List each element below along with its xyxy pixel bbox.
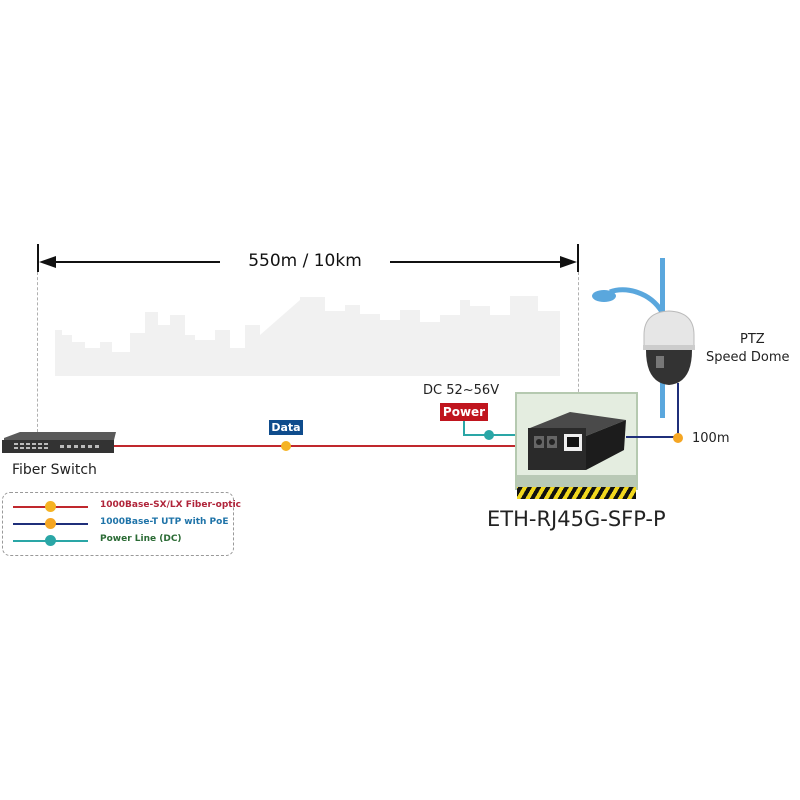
fiber-switch-icon [2, 432, 116, 453]
poe-node-icon [673, 433, 683, 443]
camera-label-line1: PTZ [740, 332, 765, 347]
camera-label-line2: Speed Dome [706, 350, 790, 365]
fiber-switch-label: Fiber Switch [12, 462, 97, 478]
legend-item-fiber: 1000Base-SX/LX Fiber-optic [13, 500, 241, 514]
legend-label: 1000Base-SX/LX Fiber-optic [100, 500, 241, 510]
legend: 1000Base-SX/LX Fiber-optic 1000Base-T UT… [2, 492, 241, 556]
right-guide-line [578, 272, 579, 402]
legend-label: 1000Base-T UTP with PoE [100, 517, 229, 527]
legend-item-utp: 1000Base-T UTP with PoE [13, 517, 233, 531]
dimension-tick-left [37, 244, 39, 272]
fiber-node-icon [45, 501, 56, 512]
legend-item-power: Power Line (DC) [13, 534, 233, 548]
poe-distance-label: 100m [692, 431, 730, 446]
hazard-stripe [517, 487, 636, 499]
enclosure-base [517, 475, 636, 487]
legend-label: Power Line (DC) [100, 534, 182, 544]
fiber-node-icon [281, 441, 291, 451]
left-guide-line [37, 272, 38, 437]
dc-node-icon [45, 535, 56, 546]
data-badge: Data [269, 420, 303, 435]
fiber-line [110, 445, 528, 447]
dimension-arrow-line [39, 256, 577, 268]
power-badge: Power [440, 403, 488, 421]
power-node-icon [484, 430, 494, 440]
dc-voltage-label: DC 52~56V [423, 383, 500, 398]
device-model-label: ETH-RJ45G-SFP-P [487, 507, 666, 531]
distance-label: 550m / 10km [220, 251, 390, 271]
media-converter-icon [528, 412, 626, 470]
dimension-tick-right [577, 244, 579, 272]
poe-node-icon [45, 518, 56, 529]
